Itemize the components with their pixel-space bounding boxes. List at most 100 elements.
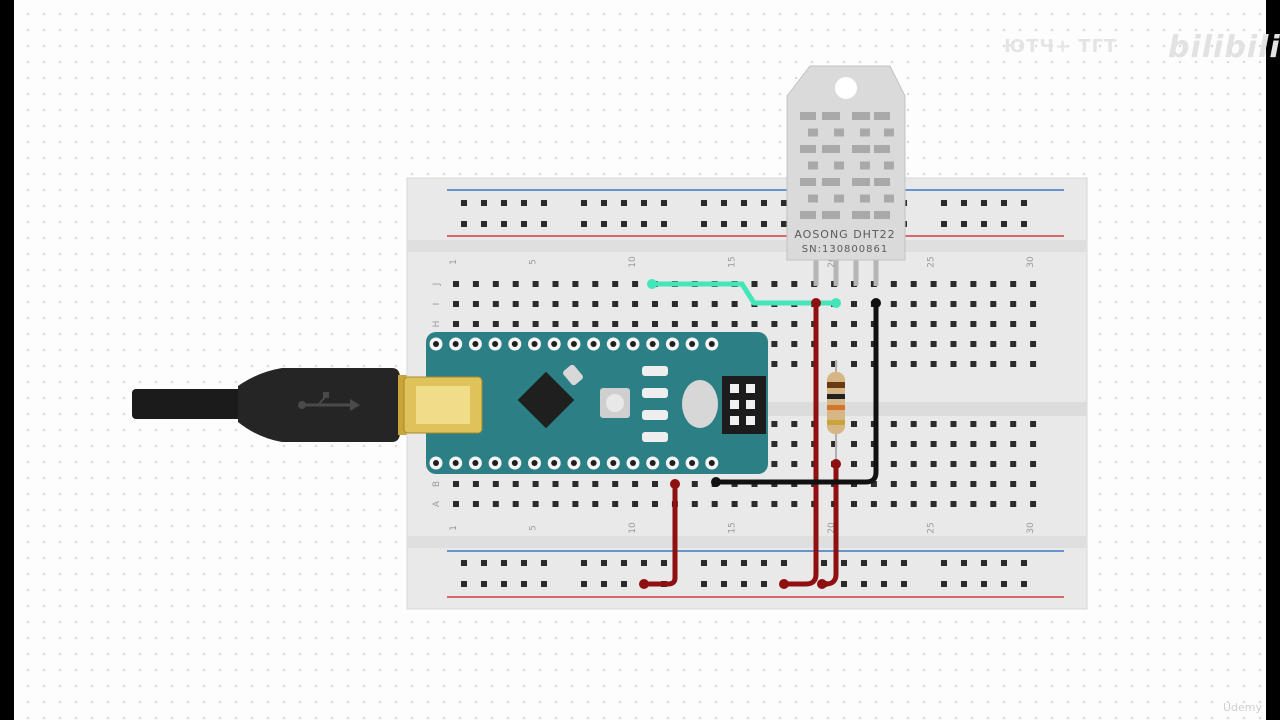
grille-slot [834, 194, 844, 203]
grille-slot [822, 112, 840, 120]
power-rail-hole [661, 560, 667, 566]
power-rail-hole [981, 200, 987, 206]
breadboard-hole [990, 481, 997, 487]
breadboard-hole [851, 341, 857, 347]
column-number: 15 [728, 256, 738, 267]
breadboard-holes [453, 200, 1037, 587]
grille-slot [822, 178, 840, 186]
power-rail-hole [701, 200, 707, 206]
breadboard-hole [990, 281, 997, 287]
header-pin [492, 341, 499, 347]
breadboard-hole [930, 281, 937, 287]
power-rail-hole [841, 560, 847, 566]
header-pin [669, 341, 676, 347]
breadboard-hole [492, 281, 499, 287]
breadboard-hole [791, 441, 798, 447]
breadboard-hole [572, 501, 579, 507]
breadboard-hole [731, 321, 738, 327]
breadboard-hole [453, 501, 459, 507]
grille-slot [808, 128, 818, 137]
breadboard-hole [453, 481, 459, 487]
power-rail-hole [621, 200, 627, 206]
power-rail-hole [601, 200, 607, 206]
breadboard-hole [910, 321, 917, 327]
breadboard-hole [691, 301, 698, 307]
power-rail-hole [761, 560, 767, 566]
udemy-credit: Udemy [1222, 701, 1262, 714]
column-number: 25 [927, 522, 937, 533]
breadboard-hole [1010, 341, 1017, 347]
breadboard-hole [791, 501, 798, 507]
breadboard-hole [930, 481, 937, 487]
breadboard-hole [552, 321, 559, 327]
grille-slot [874, 178, 890, 186]
power-rail-hole [1001, 200, 1007, 206]
bilibili-logo: bilibili [1168, 30, 1280, 65]
breadboard-hole [1010, 441, 1017, 447]
breadboard-hole [771, 441, 778, 447]
power-rail-hole [721, 200, 727, 206]
breadboard-hole [572, 321, 579, 327]
breadboard-hole [771, 501, 778, 507]
icsp-pin [730, 416, 739, 425]
column-number: 20 [827, 256, 837, 268]
breadboard-hole [612, 501, 619, 507]
breadboard-hole [492, 301, 499, 307]
breadboard-hole [791, 461, 798, 467]
breadboard-hole [532, 481, 539, 487]
breadboard-hole [950, 501, 957, 507]
grille-slot [852, 178, 870, 186]
breadboard-hole [572, 281, 579, 287]
breadboard-hole [910, 421, 917, 427]
breadboard-hole [711, 501, 718, 507]
power-rail-hole [481, 221, 487, 227]
arduino-board [426, 332, 768, 474]
power-rail-hole [641, 221, 647, 227]
grille-slot [822, 145, 840, 153]
power-rail-hole [461, 581, 467, 587]
power-rail-hole [881, 560, 887, 566]
usb-cable [132, 368, 410, 442]
breadboard-hole [1010, 481, 1017, 487]
header-pin [649, 341, 656, 347]
header-pin [452, 341, 459, 347]
breadboard-hole [731, 501, 738, 507]
breadboard-hole [791, 341, 798, 347]
breadboard-hole [771, 281, 778, 287]
mini-usb-socket [416, 386, 470, 424]
column-number: 30 [1026, 522, 1036, 534]
column-number: 30 [1026, 256, 1036, 268]
power-rail-hole [481, 560, 487, 566]
breadboard-hole [791, 281, 798, 287]
power-rail-hole [661, 200, 667, 206]
breadboard-hole [990, 361, 997, 367]
breadboard-hole [1010, 281, 1017, 287]
sensor-pin [813, 256, 819, 286]
breadboard-hole [1030, 501, 1037, 507]
breadboard-hole [831, 441, 838, 447]
header-pin [511, 460, 518, 466]
breadboard-hole [552, 501, 559, 507]
breadboard-hole [930, 361, 937, 367]
breadboard-hole [990, 341, 997, 347]
grille-slot [874, 145, 890, 153]
breadboard-hole [1030, 281, 1037, 287]
breadboard-hole [1010, 461, 1017, 467]
power-rail-hole [881, 581, 887, 587]
breadboard-hole [910, 301, 917, 307]
power-rail-hole [461, 560, 467, 566]
breadboard-hole [532, 281, 539, 287]
power-rail-hole [601, 221, 607, 227]
breadboard-hole [910, 341, 917, 347]
breadboard-hole [990, 461, 997, 467]
breadboard-hole [492, 501, 499, 507]
breadboard-hole [1030, 421, 1037, 427]
power-rail-hole [641, 200, 647, 206]
grille-slot [800, 178, 816, 186]
power-rail-hole [901, 581, 907, 587]
power-rail-lines [447, 189, 1064, 598]
breadboard-hole [532, 301, 539, 307]
power-rail-hole [501, 221, 507, 227]
breadboard-hole [652, 321, 658, 327]
